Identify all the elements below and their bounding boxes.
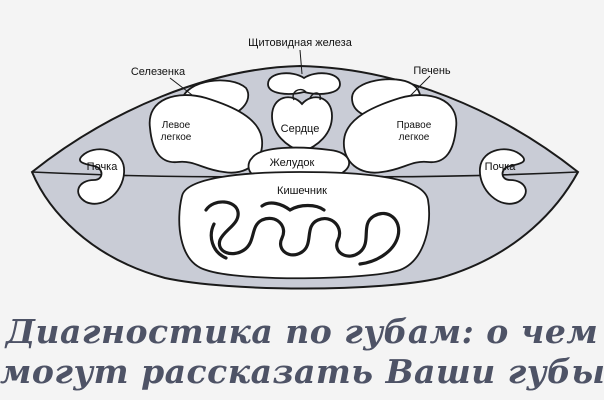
page-title: Диагностика по губам: о чем могут расска… (0, 312, 604, 392)
label-right-lung-line1: Правое (397, 120, 432, 131)
lip-organ-diagram: Щитовидная железа Селезенка Печень Левое… (30, 37, 580, 290)
label-intestine: Кишечник (277, 185, 327, 197)
thyroid-shape (267, 72, 341, 95)
heart-shape (271, 96, 333, 153)
thyroid-pointer (299, 49, 303, 75)
label-thyroid: Щитовидная железа (248, 37, 353, 49)
label-kidney-right: Почка (485, 161, 517, 173)
label-spleen: Селезенка (131, 66, 186, 78)
kidney-right-shape (479, 148, 527, 205)
label-kidney-left: Почка (87, 161, 119, 173)
label-liver: Печень (413, 65, 451, 77)
heart-vessels (292, 88, 322, 101)
liver-pointer (409, 75, 431, 97)
label-heart: Сердце (281, 123, 320, 135)
kidney-left-shape (77, 148, 125, 205)
label-left-lung-line2: легкое (161, 132, 192, 143)
title-line-2: могут рассказать Ваши губы (0, 352, 604, 391)
title-line-1: Диагностика по губам: о чем (5, 312, 599, 351)
label-left-lung-line1: Левое (162, 120, 191, 131)
label-right-lung-line2: легкое (399, 132, 430, 143)
label-stomach: Желудок (270, 157, 315, 169)
intestine-loops (204, 200, 401, 266)
